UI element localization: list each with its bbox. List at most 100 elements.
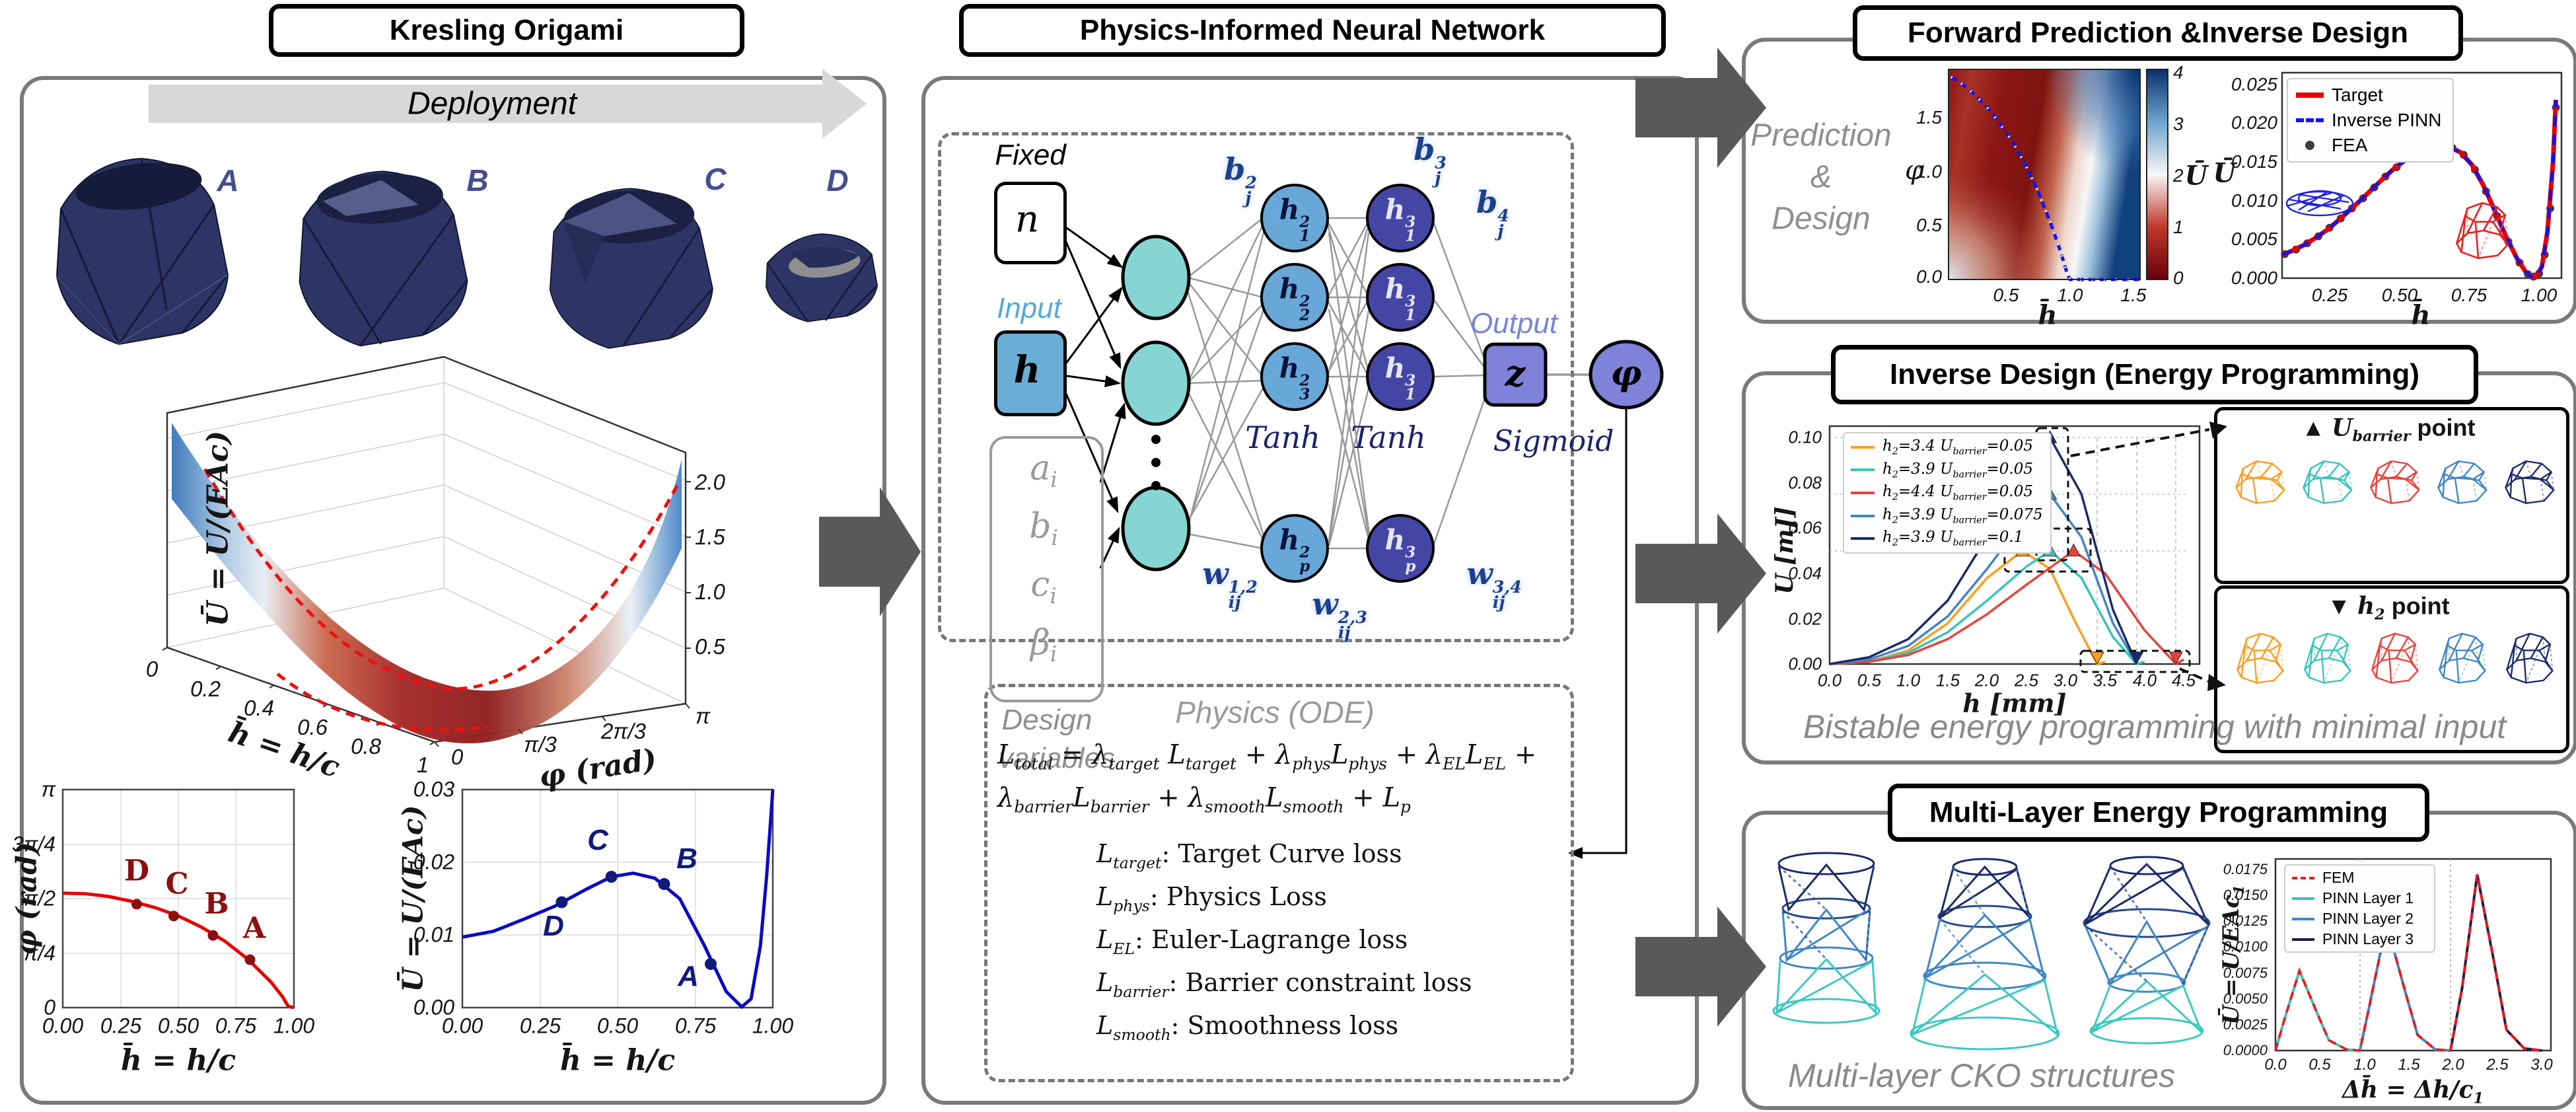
tick: 2.5 [2486, 1056, 2509, 1074]
tick: 4 [2173, 62, 2184, 83]
origami-B [299, 170, 468, 347]
tick: 0.00 [441, 1014, 483, 1038]
tick: π/4 [23, 941, 55, 965]
fp-legend: Target Inverse PINN FEA [2287, 78, 2454, 163]
input-label: Input [997, 292, 1061, 324]
design-label-2: variables [998, 742, 1116, 774]
ubarrier-point-box [2214, 407, 2569, 584]
tick: 1.0 [1916, 161, 1942, 182]
origami-label-c: C [704, 162, 727, 196]
tick: 0.0125 [2223, 912, 2268, 929]
param-a: ai [1030, 448, 1057, 493]
tick: 1.5 [2120, 285, 2147, 305]
tick: 0.2 [190, 677, 221, 701]
fp-ylabel: Ū [2213, 157, 2236, 189]
inv-caption: Bistable energy programming with minimal… [1803, 708, 2507, 745]
tick: 0.025 [2231, 74, 2277, 94]
tick: 0.0150 [2223, 887, 2268, 903]
design-label-1: Design [1001, 704, 1092, 736]
tick: 0.000 [2231, 268, 2277, 288]
tick: π/2 [23, 886, 55, 910]
ml-ylabel: Ū = U/EAc1 [2218, 885, 2247, 1025]
tick: 0.5 [1857, 670, 1882, 690]
tick: 1.0 [2057, 285, 2083, 305]
tick: 2 [2173, 165, 2184, 186]
tick: 0.00 [1788, 653, 1822, 674]
tick: 1.5 [1916, 107, 1942, 128]
origami-label-b: B [466, 163, 489, 198]
tick: 0.75 [2451, 285, 2487, 305]
tick: 0.0175 [2223, 861, 2268, 877]
target-swatch [2296, 93, 2324, 98]
loss-phys: Lphys: Physics Loss [1096, 882, 1327, 915]
tick: 3 [2173, 114, 2184, 134]
tick: 1.5 [695, 525, 725, 549]
surface-plot [162, 355, 691, 747]
tick: 0.4 [244, 696, 274, 720]
tick: 3.0 [2053, 670, 2078, 690]
network-dashed-box [938, 132, 1574, 642]
tick: 0 [2173, 268, 2184, 288]
physics-title: Physics (ODE) [1175, 695, 1375, 729]
physics-eq-line1: Ltotal = λtarget Ltarget + λphysLphys + … [997, 739, 1537, 774]
tick: 0.0000 [2223, 1042, 2268, 1058]
z-label: z [1505, 352, 1526, 394]
title-pinn: Physics-Informed Neural Network [959, 4, 1666, 57]
tick: 0.015 [2231, 151, 2277, 172]
tick: π/3 [524, 732, 557, 757]
fixed-label: Fixed [995, 139, 1066, 171]
tick: 2.0 [2442, 1056, 2464, 1074]
tick: 2.5 [2014, 670, 2039, 690]
tick: 0.02 [1788, 609, 1822, 629]
title-inverse: Inverse Design (Energy Programming) [1831, 345, 2478, 404]
tick: 3.0 [2530, 1056, 2553, 1074]
origami-label-a: A [217, 163, 239, 198]
loss-smooth: Lsmooth: Smoothness loss [1096, 1011, 1399, 1044]
design-variables-box [989, 436, 1104, 702]
u-plot [461, 788, 775, 1010]
side-label-prediction: Prediction [1750, 118, 1892, 153]
loss-barrier: Lbarrier: Barrier constraint loss [1096, 968, 1472, 1001]
tick: 0.8 [351, 734, 381, 759]
tick: 2π/3 [601, 719, 646, 743]
h-label: h [1013, 348, 1041, 392]
tick: 0.005 [2231, 229, 2277, 249]
physics-dashed-box [984, 684, 1574, 1082]
tick: 1.00 [2521, 285, 2558, 305]
physics-eq-line2: λbarrierLbarrier + λsmoothLsmooth + Lp [997, 782, 1411, 817]
tick: 1.5 [1935, 670, 1960, 690]
point-label-c: C [587, 824, 608, 856]
param-beta: βi [1030, 622, 1057, 667]
point-label-b: B [204, 887, 229, 921]
tick: 0.00 [413, 995, 454, 1019]
tick: 0.08 [1788, 472, 1822, 493]
tick: 0.6 [297, 715, 328, 739]
tick: 0.5 [695, 634, 725, 659]
phi-plot-xlabel: h̄ = h/c [120, 1043, 236, 1078]
tick: 0 [450, 745, 464, 769]
title-multilayer: Multi-Layer Energy Programming [1888, 784, 2429, 842]
tick: 0.00 [42, 1014, 84, 1038]
loss-el: LEL: Euler-Lagrange loss [1096, 925, 1408, 958]
point-label-d: D [124, 854, 150, 888]
origami-C [549, 188, 713, 349]
loss-target: Ltarget: Target Curve loss [1096, 839, 1402, 872]
title-fp: Forward Prediction &Inverse Design [1853, 5, 2463, 61]
tanh-label-1: Tanh [1245, 420, 1320, 455]
u-plot-xlabel: h̄ = h/c [559, 1043, 676, 1078]
fp-xlabel: h̄ [2411, 299, 2431, 331]
param-b: bi [1029, 506, 1058, 551]
tick: 0.01 [413, 922, 454, 947]
fea-swatch [2305, 141, 2314, 150]
side-label-design: Design [1771, 201, 1871, 237]
point-label-a: A [678, 960, 699, 992]
tick: 3π/4 [12, 832, 55, 856]
side-label-amp: & [1810, 159, 1832, 195]
tick: 0.0 [1817, 670, 1842, 690]
n-box [994, 182, 1067, 264]
